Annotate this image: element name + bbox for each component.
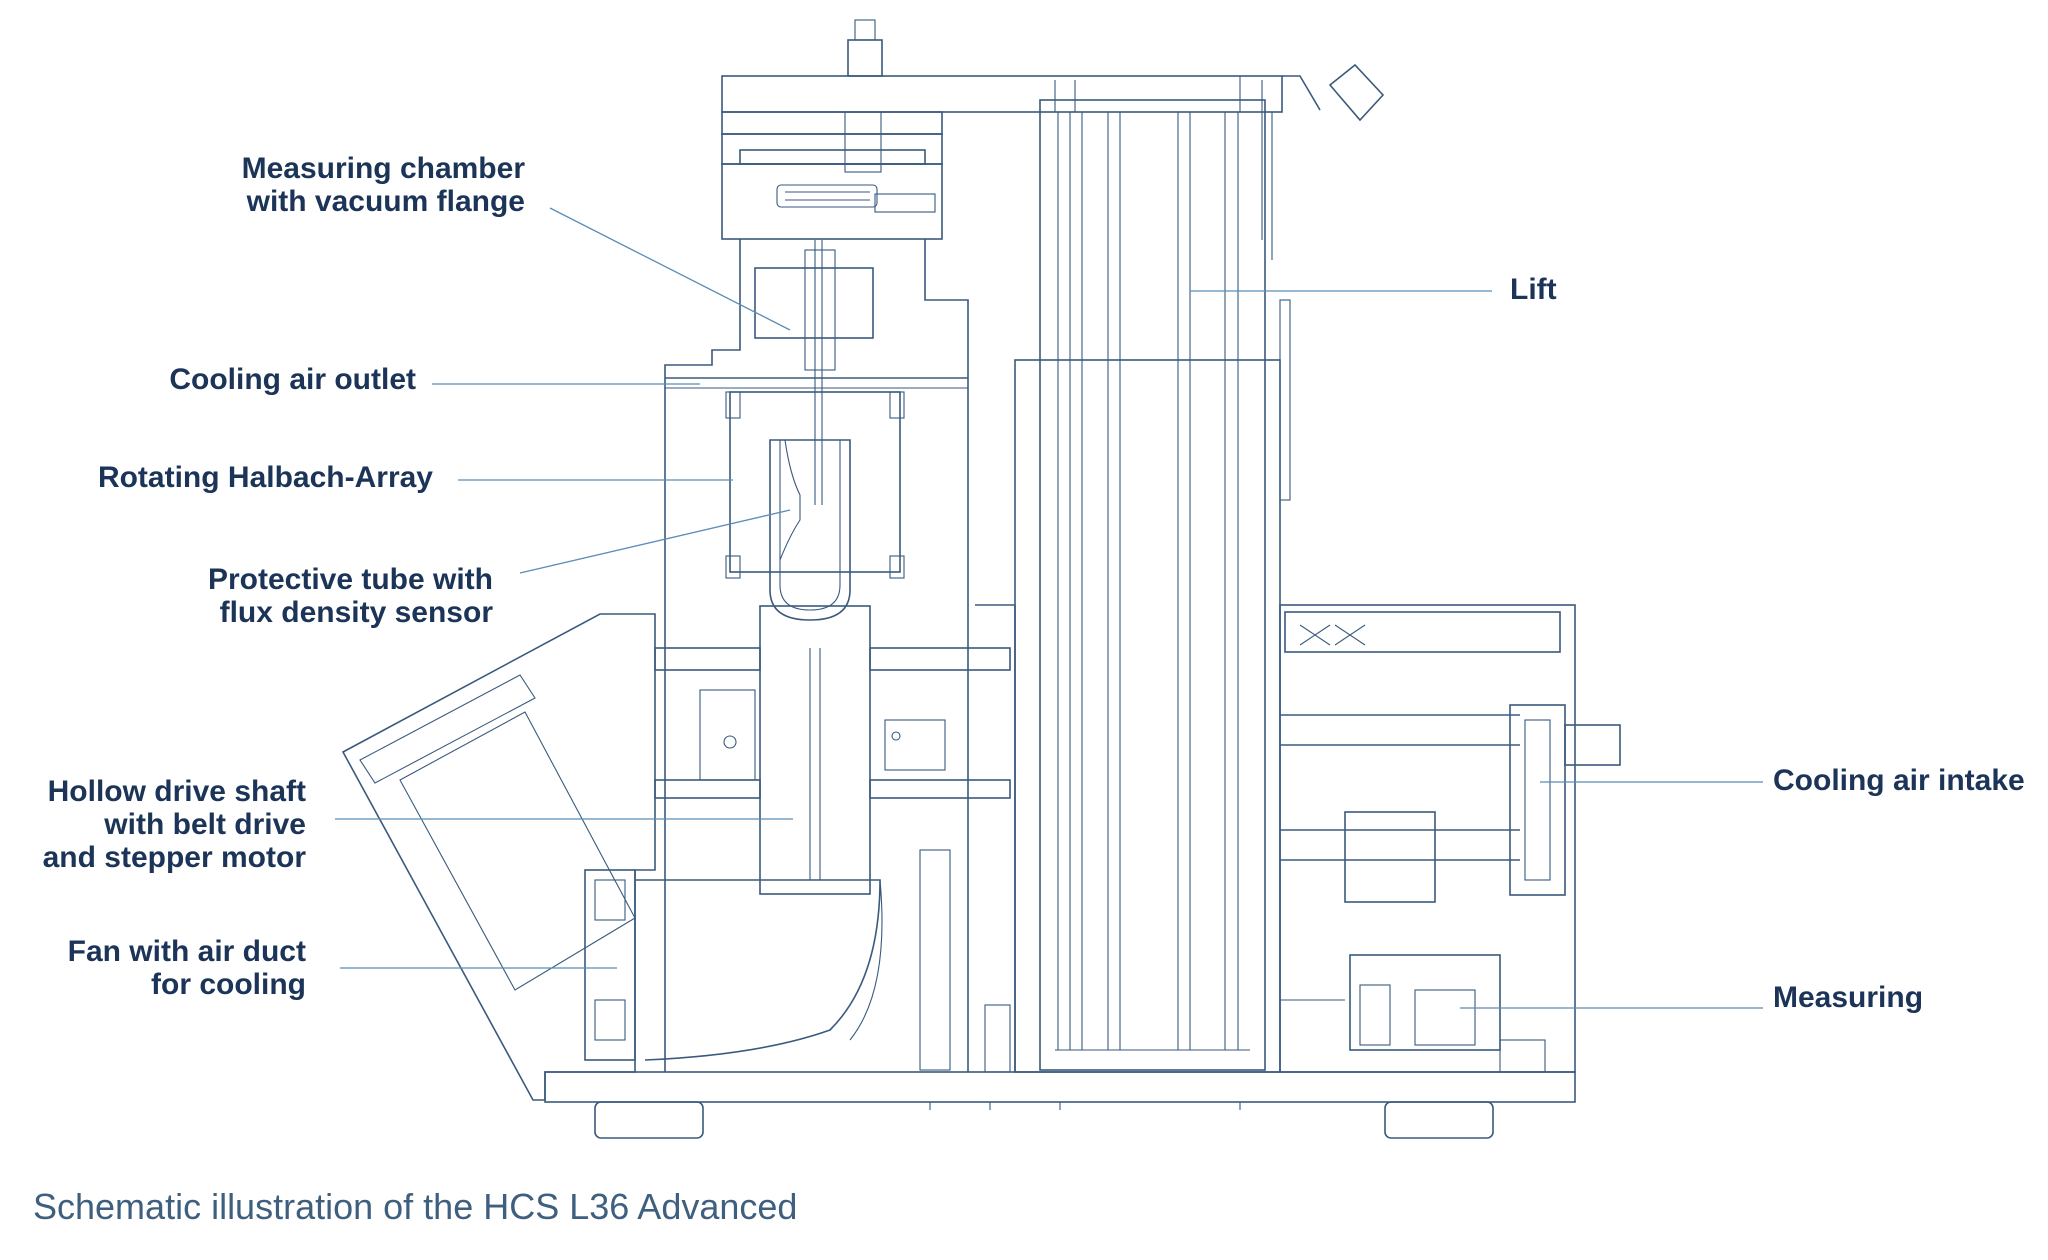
label-hollow-drive-shaft: Hollow drive shaft with belt drive and s… [42, 775, 306, 874]
top-plate [721, 19, 1385, 260]
figure-caption: Schematic illustration of the HCS L36 Ad… [33, 1186, 798, 1227]
lift-column [1014, 99, 1291, 1073]
leader-lines [335, 207, 1763, 1009]
leader-measuring-chamber [549, 207, 791, 331]
fan-housing [341, 613, 883, 1101]
measuring-chamber [664, 239, 969, 1072]
right-housing [1279, 604, 1621, 1073]
drive-section [654, 604, 1016, 1073]
base-plate [544, 1071, 1576, 1139]
label-fan-air-duct: Fan with air duct for cooling [67, 935, 306, 1001]
label-lift: Lift [1510, 273, 1557, 306]
label-cooling-air-intake: Cooling air intake [1773, 764, 2025, 797]
label-measuring-chamber: Measuring chamber with vacuum flange [241, 152, 525, 218]
halbach-array [725, 391, 905, 895]
label-cooling-air-outlet: Cooling air outlet [169, 363, 416, 396]
label-protective-tube: Protective tube with flux density sensor [207, 563, 493, 629]
leader-protective-tube [519, 509, 791, 574]
label-measuring: Measuring [1773, 981, 1924, 1014]
label-halbach-array: Rotating Halbach-Array [97, 461, 433, 494]
